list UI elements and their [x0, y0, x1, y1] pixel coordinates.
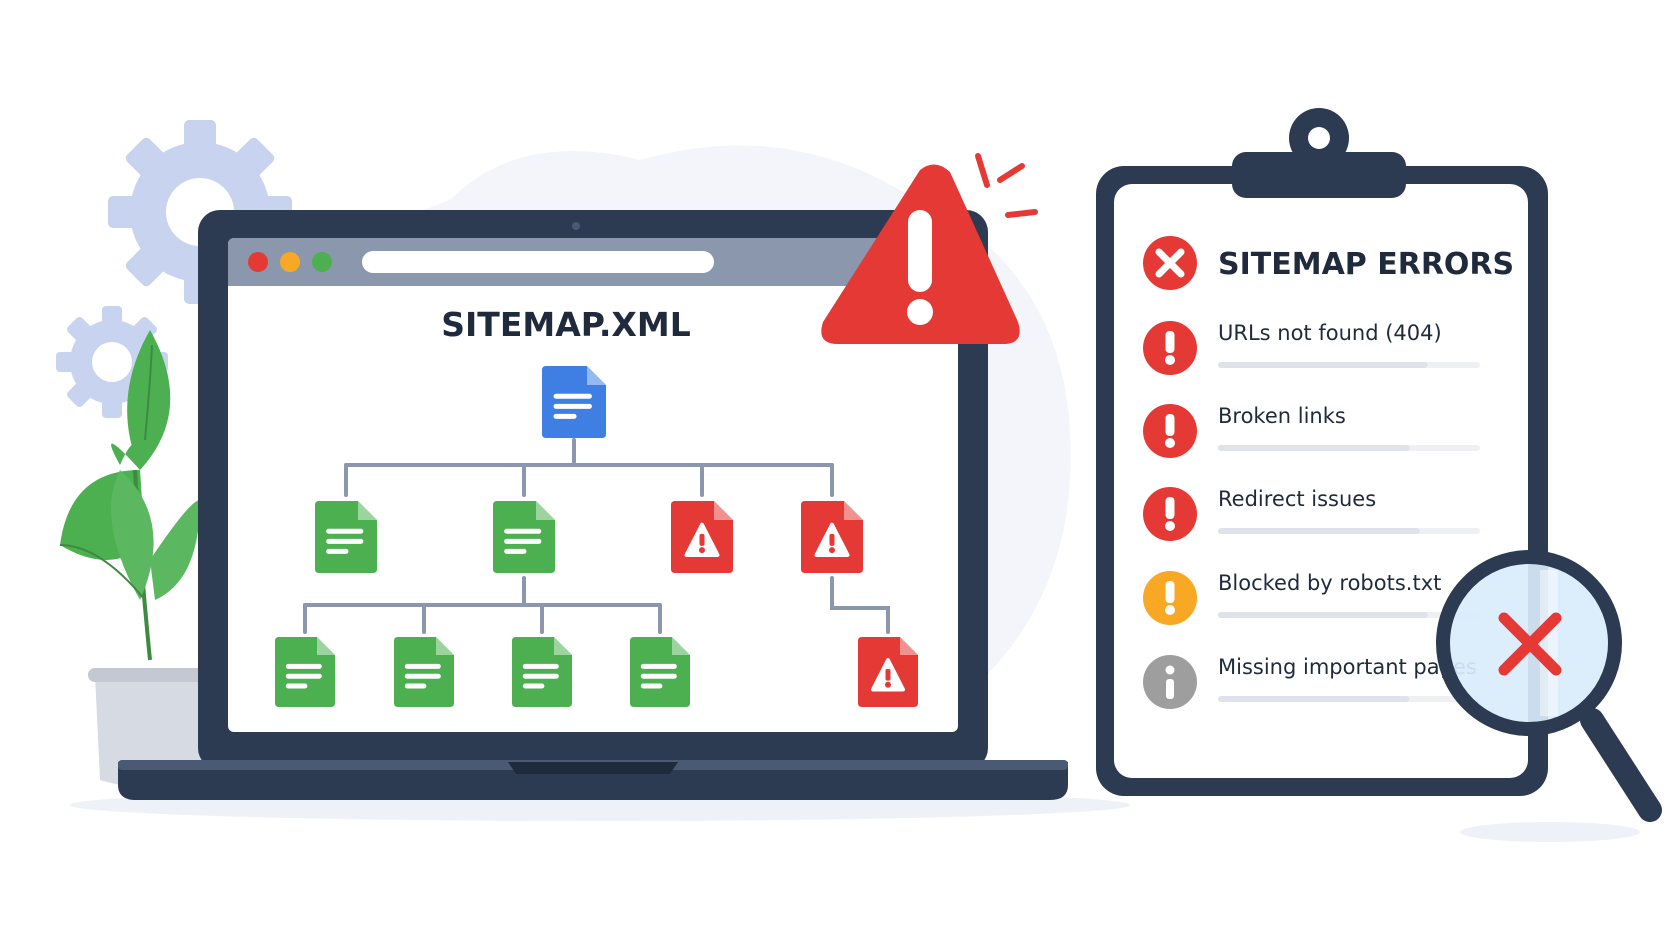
plant-icon [59, 330, 210, 788]
error-page-doc-icon[interactable] [801, 501, 863, 573]
tree-connectors [303, 438, 890, 634]
error-bar-fill [1218, 362, 1428, 368]
address-bar[interactable] [362, 251, 714, 273]
error-label: Blocked by robots.txt [1218, 571, 1441, 595]
error-page-doc-icon[interactable] [858, 637, 918, 707]
exclamation-icon [1143, 487, 1197, 541]
sitemap-tree [275, 366, 918, 707]
x-mark-icon [1498, 612, 1562, 676]
page-doc-icon[interactable] [512, 637, 572, 707]
laptop-icon [118, 210, 1068, 800]
error-list: URLs not found (404) Broken linksRedirect… [1143, 321, 1480, 709]
error-bar-fill [1218, 696, 1410, 702]
page-doc-icon[interactable] [394, 637, 454, 707]
page-doc-icon[interactable] [493, 501, 555, 573]
x-circle-icon [1143, 236, 1197, 290]
error-page-doc-icon[interactable] [671, 501, 733, 573]
page-doc-icon[interactable] [315, 501, 377, 573]
clipboard-title-row: SITEMAP ERRORS [1143, 236, 1514, 290]
error-bar-fill [1218, 445, 1410, 451]
error-label: Missing important pages [1218, 655, 1477, 679]
error-list-item[interactable]: Broken links [1143, 404, 1480, 458]
close-dot[interactable] [248, 252, 268, 272]
error-label: Broken links [1218, 404, 1346, 428]
error-label: URLs not found (404) [1218, 321, 1442, 345]
maximize-dot[interactable] [312, 252, 332, 272]
error-label: Redirect issues [1218, 487, 1376, 511]
screen-title: SITEMAP.XML [441, 305, 690, 344]
sitemap-root-doc-icon[interactable] [542, 366, 606, 438]
warning-triangle-icon [821, 153, 1038, 344]
minimize-dot[interactable] [280, 252, 300, 272]
clipboard-icon [1096, 108, 1548, 796]
exclamation-icon [1143, 321, 1197, 375]
error-bar-fill [1218, 528, 1420, 534]
error-list-item[interactable]: Redirect issues [1143, 487, 1480, 541]
exclamation-icon [1143, 571, 1197, 625]
exclamation-icon [1143, 404, 1197, 458]
magnifier-icon [1436, 550, 1662, 822]
error-bar-fill [1218, 612, 1428, 618]
page-doc-icon[interactable] [630, 637, 690, 707]
info-icon [1143, 655, 1197, 709]
error-list-item[interactable]: Blocked by robots.txt [1143, 571, 1480, 625]
page-doc-icon[interactable] [275, 637, 335, 707]
clipboard-title: SITEMAP ERRORS [1218, 247, 1514, 282]
error-list-item[interactable]: URLs not found (404) [1143, 321, 1480, 375]
error-list-item[interactable]: Missing important pages [1143, 655, 1480, 709]
